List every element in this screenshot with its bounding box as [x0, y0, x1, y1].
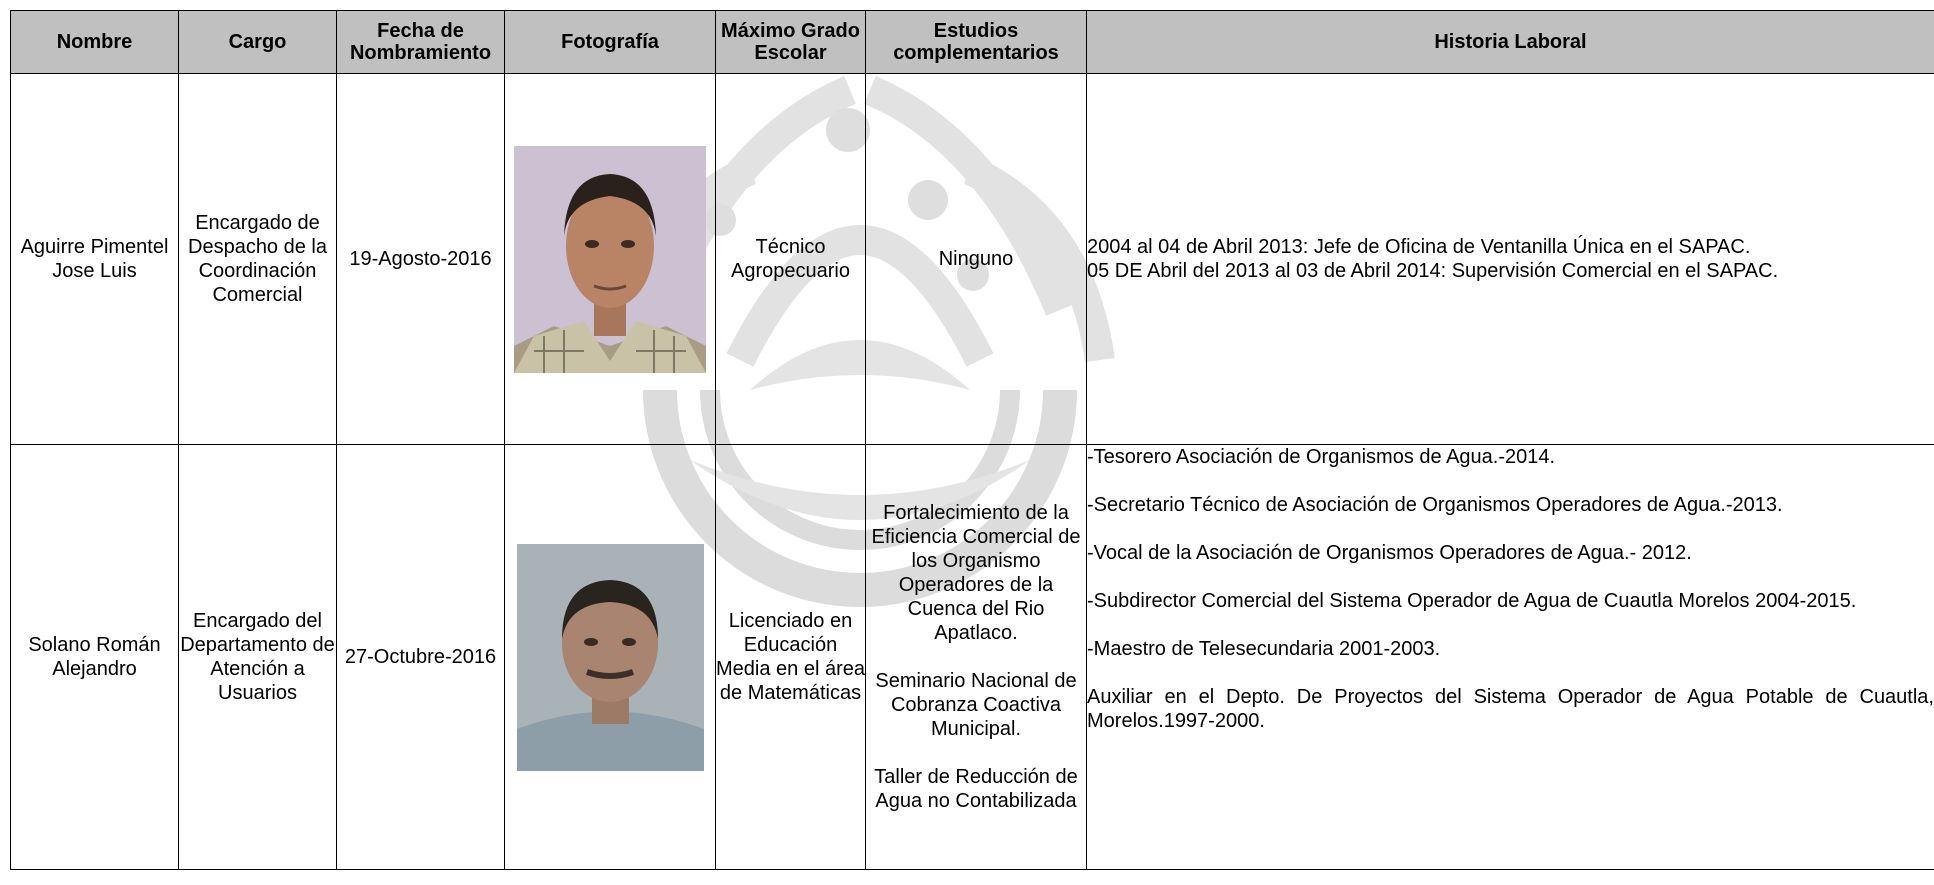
person-photo	[516, 543, 704, 771]
header-fecha: Fecha de Nombramiento	[336, 10, 505, 74]
estudios-item: Seminario Nacional de Cobranza Coactiva …	[875, 670, 1077, 740]
estudios-cell: Ninguno	[865, 73, 1087, 445]
fecha-cell: 27-Octubre-2016	[336, 444, 505, 870]
estudios-item: Fortalecimiento de la Eficiencia Comerci…	[871, 502, 1081, 644]
fotografia-cell	[504, 73, 716, 445]
historia-cell: 2004 al 04 de Abril 2013: Jefe de Oficin…	[1086, 73, 1934, 445]
fecha-cell: 19-Agosto-2016	[336, 73, 505, 445]
estudios-cell: Fortalecimiento de la Eficiencia Comerci…	[865, 444, 1087, 870]
header-cargo: Cargo	[178, 10, 337, 74]
historia-item: -Vocal de la Asociación de Organismos Op…	[1087, 542, 1692, 564]
historia-item: -Secretario Técnico de Asociación de Org…	[1087, 494, 1783, 516]
table-row: Solano Román Alejandro Encargado del Dep…	[10, 444, 1934, 870]
cargo-cell: Encargado del Departamento de Atención a…	[178, 444, 337, 870]
nombre-cell: Solano Román Alejandro	[10, 444, 179, 870]
cargo-cell: Encargado de Despacho de la Coordinación…	[178, 73, 337, 445]
historia-item: -Subdirector Comercial del Sistema Opera…	[1087, 590, 1857, 612]
historia-item: -Tesorero Asociación de Organismos de Ag…	[1087, 446, 1556, 468]
historia-item: Auxiliar en el Depto. De Proyectos del S…	[1087, 686, 1934, 732]
grado-cell: Técnico Agropecuario	[715, 73, 866, 445]
historia-item: 2004 al 04 de Abril 2013: Jefe de Oficin…	[1087, 236, 1751, 258]
historia-item: -Maestro de Telesecundaria 2001-2003.	[1087, 638, 1441, 660]
header-grado: Máximo Grado Escolar	[715, 10, 866, 74]
table-row: Aguirre Pimentel Jose Luis Encargado de …	[10, 73, 1934, 445]
fotografia-cell	[504, 444, 716, 870]
person-photo	[514, 145, 706, 373]
header-nombre: Nombre	[10, 10, 179, 74]
table-header-row: Nombre Cargo Fecha de Nombramiento Fotog…	[10, 10, 1934, 74]
historia-item: 05 DE Abril del 2013 al 03 de Abril 2014…	[1087, 260, 1779, 282]
estudios-item: Taller de Reducción de Agua no Contabili…	[874, 766, 1078, 812]
historia-cell: -Tesorero Asociación de Organismos de Ag…	[1086, 444, 1934, 870]
header-fotografia: Fotografía	[504, 10, 716, 74]
header-estudios: Estudios complementarios	[865, 10, 1087, 74]
nombre-cell: Aguirre Pimentel Jose Luis	[10, 73, 179, 445]
staff-table: Nombre Cargo Fecha de Nombramiento Fotog…	[10, 10, 1934, 870]
grado-cell: Licenciado en Educación Media en el área…	[715, 444, 866, 870]
header-historia: Historia Laboral	[1086, 10, 1934, 74]
